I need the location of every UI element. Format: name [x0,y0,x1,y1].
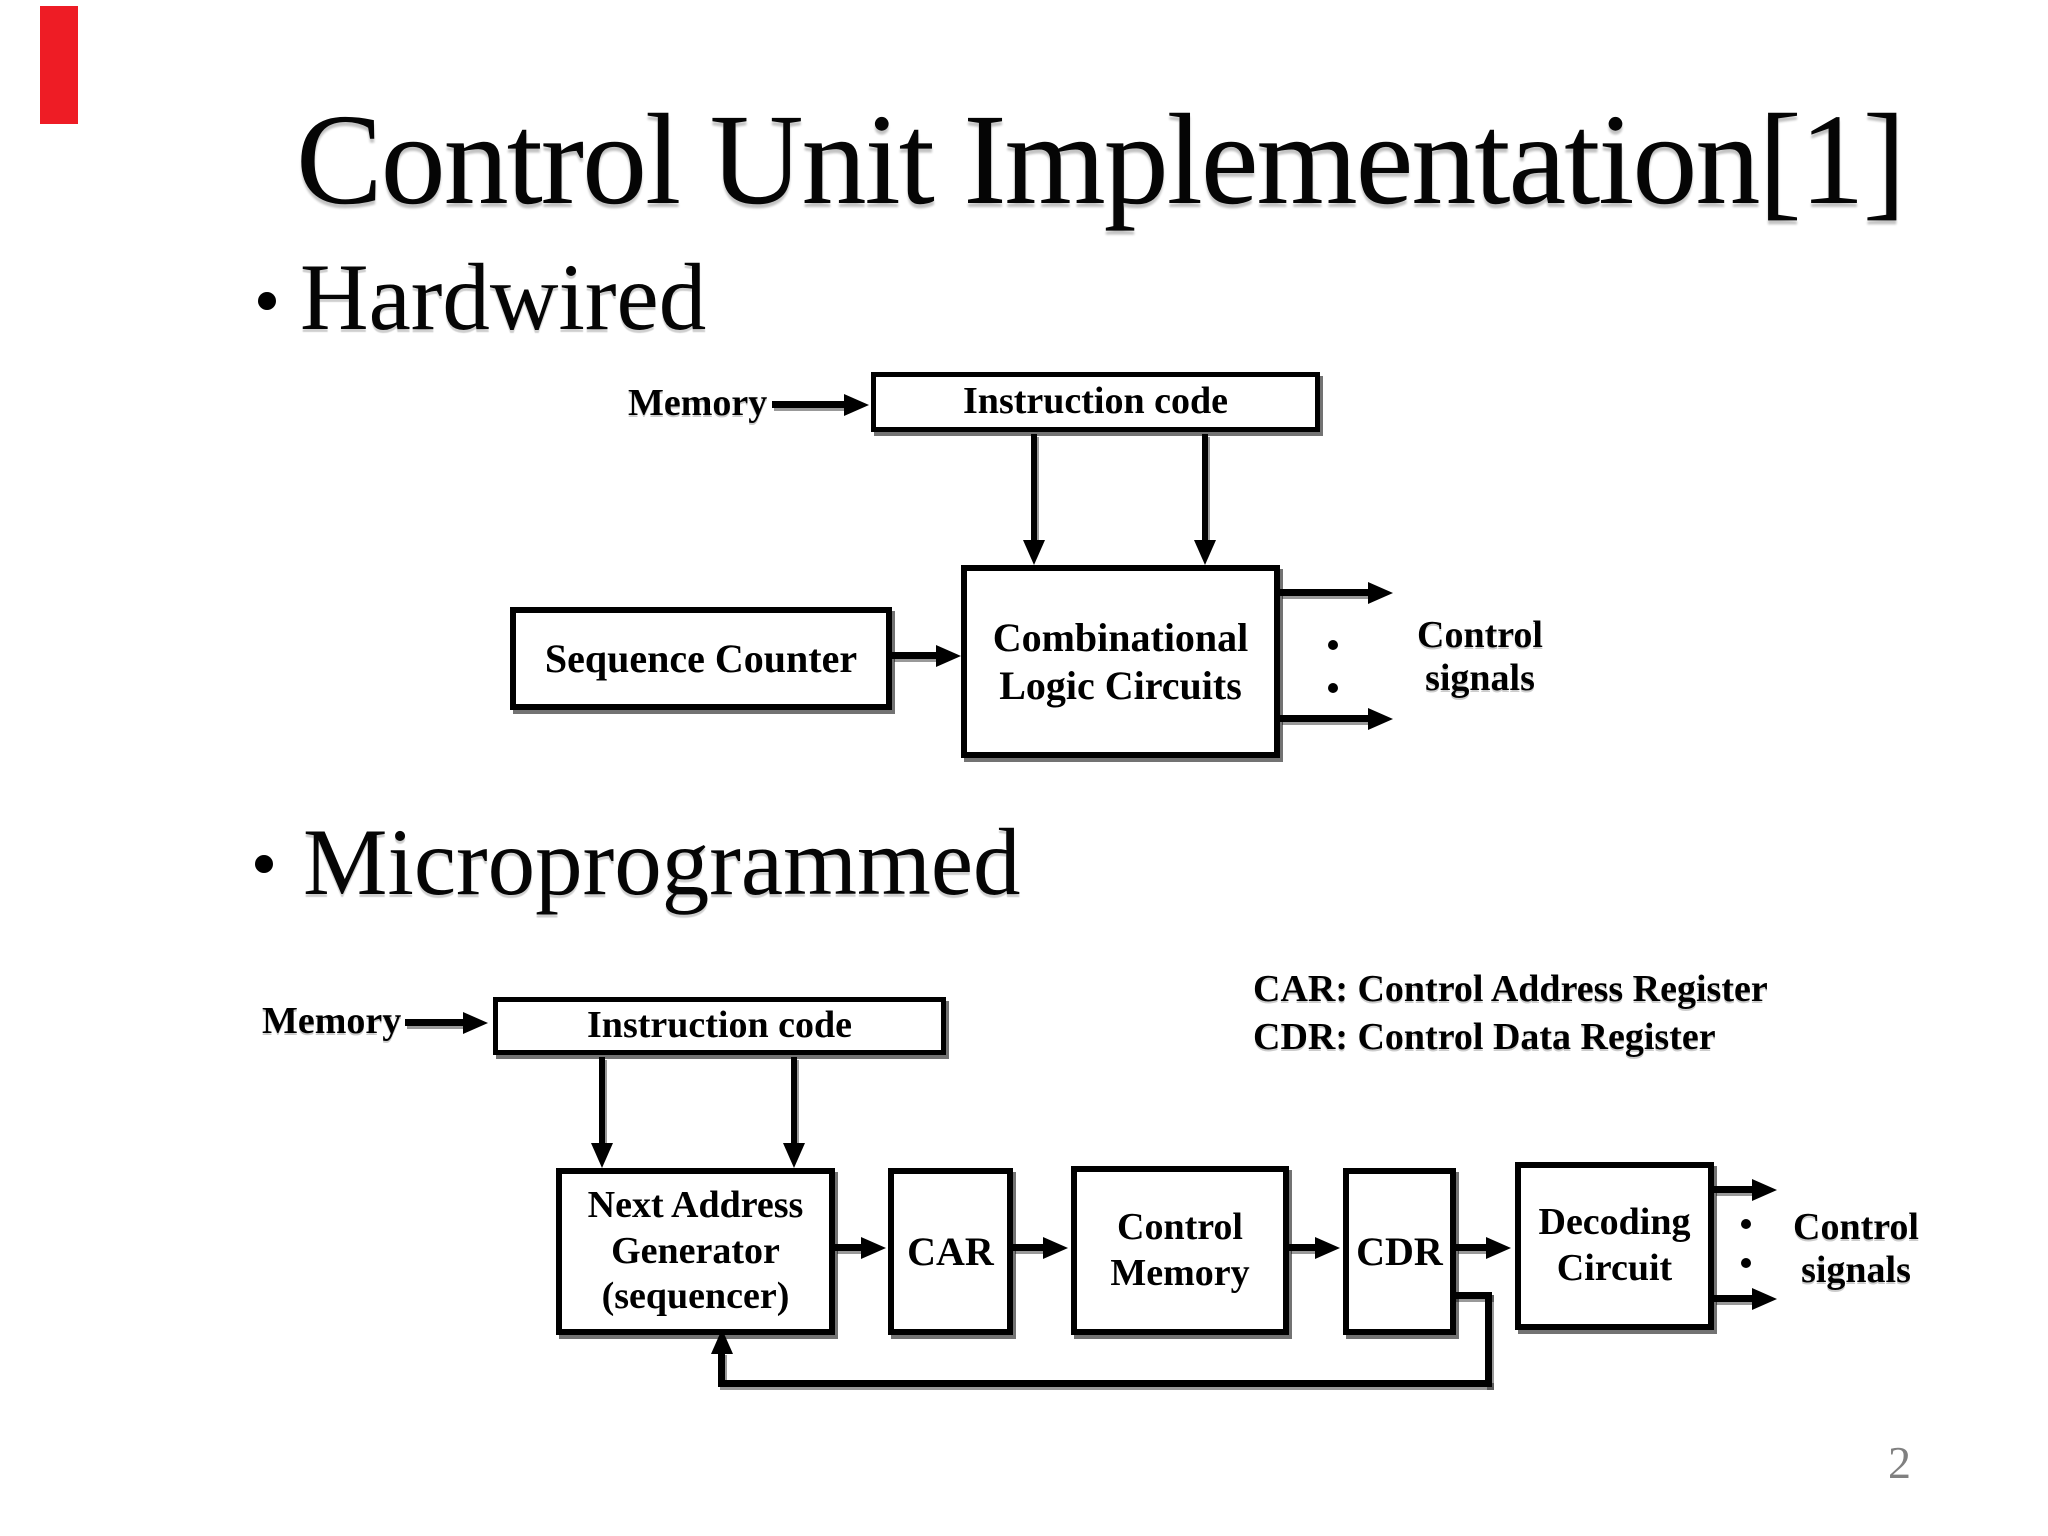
combinational-label: Combinational [992,614,1249,660]
arrowhead-down-icon [1194,540,1216,565]
arrowhead-up-icon [711,1329,733,1354]
page-number: 2 [1888,1437,1911,1488]
car-label: CAR [907,1228,994,1274]
car-box: CAR [888,1168,1013,1335]
connector-line [835,1244,865,1251]
control-label: Control [1417,614,1543,656]
arrowhead-down-icon [783,1143,805,1168]
instruction-code-box: Instruction code [493,997,946,1055]
ellipsis-dot-icon [1328,640,1338,650]
decoding-label: Decoding [1538,1201,1691,1244]
next-address-generator-box: Next Address Generator (sequencer) [556,1168,835,1335]
feedback-line [718,1352,725,1384]
connector-line [1031,434,1037,540]
arrowhead-right-icon [1752,1288,1777,1310]
generator-label: Generator [611,1229,780,1272]
combinational-logic-box: Combinational Logic Circuits [961,565,1280,758]
bullet-microprogrammed: Microprogrammed [303,809,1021,915]
circuit-label: Circuit [1556,1247,1673,1289]
arrowhead-right-icon [1368,708,1393,730]
memory-label: Memory [1110,1251,1250,1294]
arrowhead-right-icon [1043,1237,1068,1259]
control-memory-box: Control Memory [1071,1166,1289,1335]
instruction-code-box: Instruction code [871,372,1320,432]
connector-line [1714,1295,1754,1302]
connector-line [1202,434,1208,540]
control-signals-label: Control signals [1400,614,1560,699]
instruction-code-label: Instruction code [587,1004,852,1047]
connector-line [405,1019,465,1026]
memory-label: Memory [628,382,768,424]
arrowhead-down-icon [591,1143,613,1168]
cdr-label: CDR [1356,1228,1443,1274]
control-label: Control [1793,1206,1919,1248]
red-accent-bar [40,6,78,124]
bullet-dot-icon [258,292,276,310]
sequence-counter-box: Sequence Counter [510,607,892,710]
feedback-line [1485,1292,1492,1387]
bullet-hardwired: Hardwired [300,244,707,350]
control-label: Control [1117,1205,1243,1248]
decoding-circuit-box: Decoding Circuit [1515,1162,1714,1330]
ellipsis-dot-icon [1741,1258,1751,1268]
bullet-dot-icon [255,855,273,873]
connector-line [599,1057,605,1143]
control-signals-label: Control signals [1776,1206,1936,1291]
connector-line [1013,1244,1045,1251]
ellipsis-dot-icon [1328,683,1338,693]
connector-line [1714,1186,1754,1193]
next-address-label: Next Address [587,1184,804,1227]
connector-line [791,1057,797,1143]
sequence-counter-label: Sequence Counter [544,635,858,681]
sequencer-label: (sequencer) [601,1275,790,1318]
arrowhead-right-icon [861,1237,886,1259]
signals-label: signals [1801,1248,1911,1291]
connector-line [1280,589,1370,596]
cdr-box: CDR [1343,1168,1456,1335]
arrowhead-right-icon [1486,1237,1511,1259]
arrowhead-right-icon [844,394,869,416]
connector-line [772,401,846,408]
feedback-line [718,1380,1492,1387]
connector-line [1289,1244,1317,1251]
arrowhead-right-icon [463,1012,488,1034]
page-title: Control Unit Implementation[1] [295,88,1906,232]
memory-label: Memory [262,1000,402,1042]
logic-circuits-label: Logic Circuits [999,662,1242,708]
arrowhead-right-icon [1752,1179,1777,1201]
ellipsis-dot-icon [1741,1219,1751,1229]
arrowhead-right-icon [936,645,961,667]
arrowhead-down-icon [1023,540,1045,565]
feedback-line [1450,1292,1492,1299]
signals-label: signals [1425,656,1535,699]
car-legend: CAR: Control Address Register [1253,968,1768,1010]
connector-line [892,652,938,659]
connector-line [1456,1244,1488,1251]
instruction-code-label: Instruction code [963,380,1228,423]
cdr-legend: CDR: Control Data Register [1253,1016,1716,1058]
arrowhead-right-icon [1368,582,1393,604]
connector-line [1280,715,1370,722]
arrowhead-right-icon [1315,1237,1340,1259]
